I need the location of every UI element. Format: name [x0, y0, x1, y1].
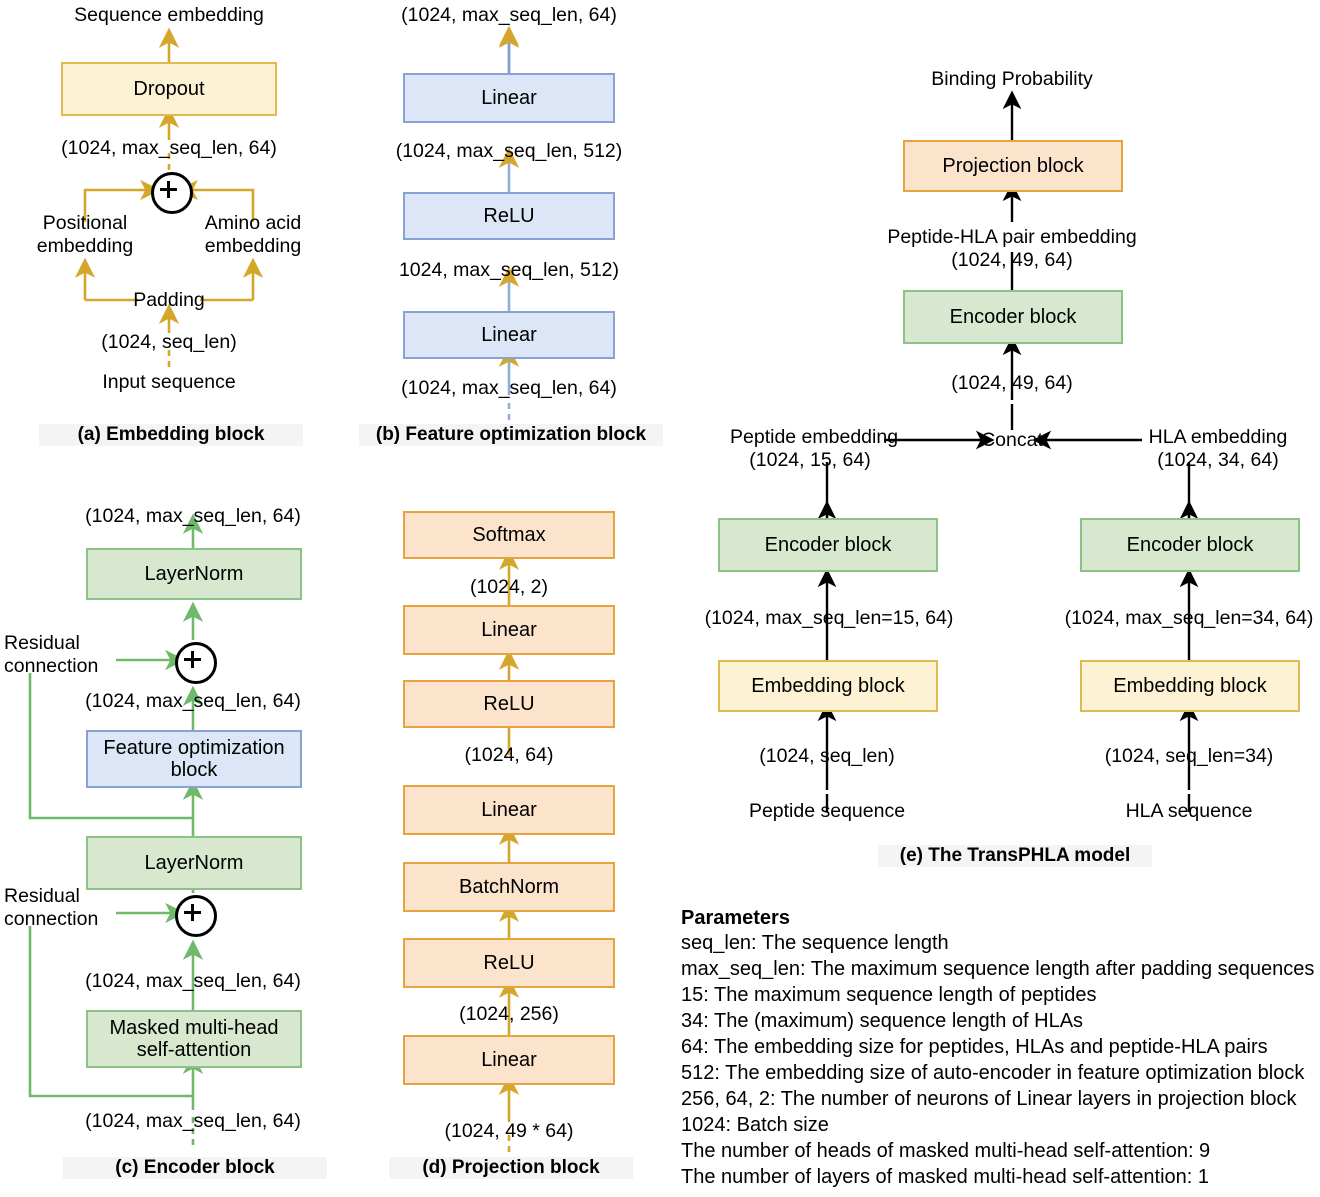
panel-b-shape-mid-upper: (1024, max_seq_len, 512) — [395, 140, 623, 162]
panel-e-shape-hla-in: (1024, seq_len=34) — [1104, 745, 1274, 767]
encoder-block-hla-box[interactable]: Encoder block — [1080, 518, 1300, 572]
padding-label: Padding — [133, 289, 205, 311]
pair-embedding-line2: (1024, 49, 64) — [951, 248, 1073, 271]
dropout-box[interactable]: Dropout — [61, 62, 277, 116]
amino-acid-embedding-line2: embedding — [204, 234, 302, 257]
sum-node-c-lower — [175, 895, 217, 937]
panel-a-input-label: Input sequence — [102, 371, 236, 393]
parameter-line: 15: The maximum sequence length of pepti… — [681, 984, 1097, 1006]
encoder-block-peptide-box[interactable]: Encoder block — [718, 518, 938, 572]
parameter-line: 64: The embedding size for peptides, HLA… — [681, 1036, 1268, 1058]
parameter-line: 34: The (maximum) sequence length of HLA… — [681, 1010, 1084, 1032]
embedding-block-hla-box[interactable]: Embedding block — [1080, 660, 1300, 712]
residual-connection-upper-label: Residual connection — [4, 632, 122, 677]
peptide-embedding-label: Peptide embedding (1024, 15, 64) — [730, 426, 899, 471]
panel-c-caption: (c) Encoder block — [63, 1157, 327, 1179]
linear-2-box[interactable]: Linear — [403, 785, 615, 835]
linear-bottom-box[interactable]: Linear — [403, 311, 615, 359]
panel-d-caption: (d) Projection block — [389, 1157, 633, 1179]
residual-lower-line2: connection — [4, 907, 99, 930]
panel-e-caption: (e) The TransPHLA model — [878, 845, 1152, 867]
panel-b-top-shape: (1024, max_seq_len, 64) — [401, 4, 617, 26]
relu-box[interactable]: ReLU — [403, 192, 615, 240]
relu-1-box[interactable]: ReLU — [403, 938, 615, 988]
pair-embedding-line1: Peptide-HLA pair embedding — [887, 226, 1137, 248]
binding-probability-label: Binding Probability — [931, 68, 1093, 90]
panel-b-caption: (b) Feature optimization block — [359, 424, 663, 446]
hla-embedding-line2: (1024, 34, 64) — [1157, 448, 1279, 471]
peptide-sequence-input: Peptide sequence — [748, 800, 906, 822]
parameter-line: 512: The embedding size of auto-encoder … — [681, 1062, 1305, 1084]
sum-node-a — [151, 172, 193, 214]
softmax-box[interactable]: Softmax — [403, 511, 615, 559]
residual-lower-line1: Residual — [4, 885, 80, 907]
panel-d-shape-1024-256: (1024, 256) — [459, 1003, 559, 1025]
panel-c-shape-above-fob: (1024, max_seq_len, 64) — [85, 690, 301, 712]
linear-3-box[interactable]: Linear — [403, 605, 615, 655]
panel-a-caption: (a) Embedding block — [39, 424, 303, 446]
feature-optimization-line1: Feature optimization — [103, 736, 285, 759]
peptide-embedding-line1: Peptide embedding — [730, 426, 899, 448]
hla-embedding-label: HLA embedding (1024, 34, 64) — [1128, 426, 1308, 471]
parameters-title: Parameters — [681, 907, 790, 929]
parameter-line: max_seq_len: The maximum sequence length… — [681, 958, 1315, 980]
panel-c-shape-above-attn: (1024, max_seq_len, 64) — [85, 970, 301, 992]
linear-top-box[interactable]: Linear — [403, 73, 615, 123]
peptide-hla-pair-embedding-label: Peptide-HLA pair embedding (1024, 49, 64… — [862, 226, 1162, 271]
positional-embedding-line2: embedding — [36, 234, 134, 257]
hla-embedding-line1: HLA embedding — [1148, 426, 1288, 448]
embedding-block-peptide-box[interactable]: Embedding block — [718, 660, 938, 712]
panel-a-shape-after-sum: (1024, max_seq_len, 64) — [61, 137, 277, 159]
positional-embedding-line1: Positional — [42, 212, 128, 234]
feature-optimization-line2: block — [170, 759, 218, 781]
panel-c-top-shape: (1024, max_seq_len, 64) — [85, 505, 301, 527]
panel-b-bottom-shape: (1024, max_seq_len, 64) — [401, 377, 617, 399]
relu-2-box[interactable]: ReLU — [403, 680, 615, 728]
residual-upper-line2: connection — [4, 654, 99, 677]
parameter-line: The number of heads of masked multi-head… — [681, 1140, 1211, 1162]
parameter-line: The number of layers of masked multi-hea… — [681, 1166, 1210, 1188]
parameter-line: seq_len: The sequence length — [681, 932, 949, 954]
panel-e-shape-concat-out: (1024, 49, 64) — [951, 372, 1073, 394]
panel-d-shape-1024-2: (1024, 2) — [469, 576, 549, 598]
layernorm-top-box[interactable]: LayerNorm — [86, 548, 302, 600]
batchnorm-box[interactable]: BatchNorm — [403, 862, 615, 912]
panel-c-bottom-shape: (1024, max_seq_len, 64) — [85, 1110, 301, 1132]
encoder-block-top-box[interactable]: Encoder block — [903, 290, 1123, 344]
panel-a-input-shape: (1024, seq_len) — [101, 331, 237, 353]
masked-multihead-attention-box[interactable]: Masked multi-head self-attention — [86, 1010, 302, 1068]
amino-acid-embedding-label: Amino acid embedding — [172, 212, 334, 257]
panel-e-shape-hla-mid: (1024, max_seq_len=34, 64) — [1064, 607, 1314, 629]
residual-upper-line1: Residual — [4, 632, 80, 654]
linear-1-box[interactable]: Linear — [403, 1035, 615, 1085]
parameter-line: 1024: Batch size — [681, 1114, 829, 1136]
residual-connection-lower-label: Residual connection — [4, 885, 122, 930]
attention-line2: self-attention — [136, 1039, 252, 1061]
panel-b-shape-mid-lower: 1024, max_seq_len, 512) — [398, 259, 620, 281]
panel-d-shape-1024-64: (1024, 64) — [464, 744, 554, 766]
positional-embedding-label: Positional embedding — [4, 212, 166, 257]
layernorm-bottom-box[interactable]: LayerNorm — [86, 836, 302, 890]
concat-node: Concat — [981, 429, 1043, 451]
panel-e-shape-peptide-in: (1024, seq_len) — [759, 745, 895, 767]
amino-acid-embedding-line1: Amino acid — [204, 212, 302, 234]
hla-sequence-input: HLA sequence — [1125, 800, 1253, 822]
feature-optimization-block-box[interactable]: Feature optimization block — [86, 730, 302, 788]
panel-e-shape-peptide-mid: (1024, max_seq_len=15, 64) — [704, 607, 954, 629]
attention-line1: Masked multi-head — [109, 1016, 279, 1039]
panel-a-output-label: Sequence embedding — [74, 4, 264, 26]
panel-d-bottom-shape: (1024, 49 * 64) — [444, 1120, 574, 1142]
peptide-embedding-line2: (1024, 15, 64) — [749, 448, 871, 471]
projection-block-box[interactable]: Projection block — [903, 140, 1123, 192]
sum-node-c-upper — [175, 642, 217, 684]
parameter-line: 256, 64, 2: The number of neurons of Lin… — [681, 1088, 1297, 1110]
